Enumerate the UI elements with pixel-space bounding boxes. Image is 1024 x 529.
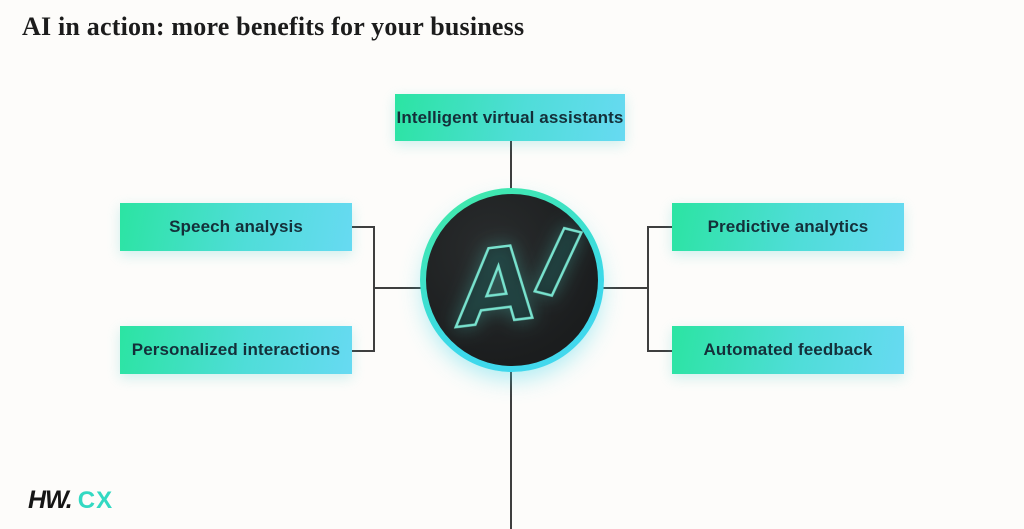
connector-right-bottom-stub: [649, 350, 672, 352]
logo-primary: HW.: [28, 486, 73, 514]
page-title: AI in action: more benefits for your bus…: [22, 12, 525, 41]
connector-left-mid-stub: [373, 287, 422, 289]
ai-letter-i: I: [526, 206, 589, 323]
node-label: Predictive analytics: [707, 217, 869, 236]
connector-right-top-stub: [649, 226, 672, 228]
node-predictive-analytics: Predictive analytics: [672, 203, 904, 251]
connector-right-vertical: [647, 226, 649, 352]
node-label: Automated feedback: [703, 340, 873, 359]
connector-bottom-vertical: [510, 372, 512, 529]
node-intelligent-virtual-assistants: Intelligent virtual assistants: [395, 94, 625, 141]
logo-secondary: CX: [77, 487, 114, 514]
connector-left-bottom-stub: [352, 350, 375, 352]
connector-top-vertical: [510, 141, 512, 189]
ai-circle-inner: A I: [426, 194, 598, 366]
connector-right-mid-stub: [602, 287, 649, 289]
node-label: Personalized interactions: [131, 340, 341, 359]
node-automated-feedback: Automated feedback: [672, 326, 904, 374]
ai-letter-a: A: [450, 222, 545, 352]
node-personalized-interactions: Personalized interactions: [120, 326, 352, 374]
node-speech-analysis: Speech analysis: [120, 203, 352, 251]
node-label: Intelligent virtual assistants: [396, 107, 624, 127]
connector-left-top-stub: [352, 226, 375, 228]
brand-logo: HW. CX: [28, 486, 113, 515]
connector-left-vertical: [373, 226, 375, 352]
ai-center-badge: A I: [420, 188, 604, 372]
node-label: Speech analysis: [169, 217, 303, 236]
